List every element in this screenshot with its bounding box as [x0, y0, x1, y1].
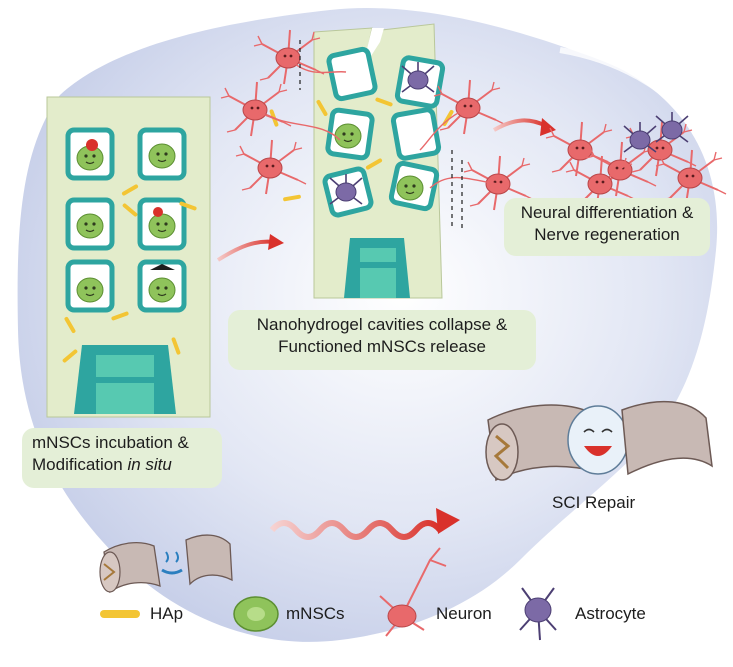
legend-neuron-label: Neuron — [436, 604, 492, 623]
door-center — [344, 238, 410, 298]
label-differentiation-line1: Neural differentiation & — [520, 203, 694, 222]
label-differentiation: Neural differentiation & Nerve regenerat… — [504, 198, 710, 256]
door-left — [74, 345, 176, 414]
label-collapse-line1: Nanohydrogel cavities collapse & — [256, 315, 508, 334]
legend-mnscs-icon — [233, 596, 279, 632]
wavy-arrow — [269, 520, 443, 540]
legend-hap-icon — [100, 610, 140, 618]
label-incubation: mNSCs incubation & Modification in situ — [22, 428, 222, 488]
legend-neuron-icon — [379, 547, 447, 637]
label-incubation-line1: mNSCs incubation & — [32, 433, 189, 452]
legend-astrocyte-label: Astrocyte — [575, 604, 646, 623]
legend-astrocyte-icon — [519, 587, 557, 641]
label-collapse-line2: Functioned mNSCs release — [278, 337, 486, 356]
label-incubation-line2: Modification in situ — [32, 454, 212, 476]
spinal-cord-injured — [99, 534, 233, 594]
label-sci-repair: SCI Repair — [552, 493, 636, 512]
label-incubation-line2-italic: in situ — [127, 455, 172, 474]
legend-mnscs-label: mNSCs — [286, 604, 345, 623]
label-incubation-line2-prefix: Modification — [32, 455, 128, 474]
label-collapse: Nanohydrogel cavities collapse & Functio… — [228, 310, 536, 370]
legend-hap-label: HAp — [150, 604, 184, 623]
label-differentiation-line2: Nerve regeneration — [534, 225, 680, 244]
spinal-cord-repaired — [485, 400, 713, 482]
